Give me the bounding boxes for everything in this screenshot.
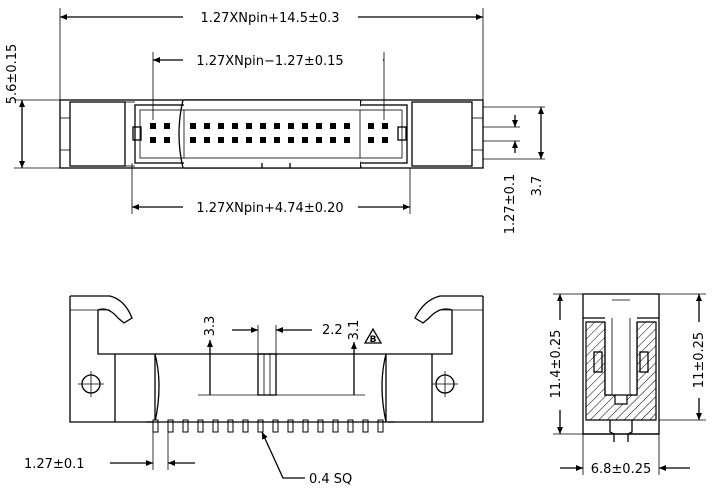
key-notch [261,163,291,168]
front-pin [347,419,354,433]
dim-front-height-right: 3.1 [347,320,362,341]
pin-square [190,123,196,129]
front-pins [152,419,384,433]
pin-square [302,123,308,129]
pin-square [232,123,238,129]
pin-square [288,137,294,143]
front-right-wall [388,296,484,423]
pin-square [316,123,322,129]
pin-square [344,123,350,129]
front-pin [257,419,264,433]
pin-square [218,137,224,143]
dim-front-pitch: 1.27±0.1 [24,457,85,472]
dim-side-width: 6.8±0.25 [591,462,652,477]
front-pin [302,419,309,433]
front-pin [362,419,369,433]
pin-square [260,123,266,129]
right-latch-arm [414,295,483,355]
left-latch [69,101,126,167]
pin-square [302,137,308,143]
pin-square [382,123,388,129]
pin-square [288,123,294,129]
revision-triangle [363,327,383,344]
pin-square [164,123,170,129]
pin-square [260,137,266,143]
pin-square [344,137,350,143]
front-pin [332,419,339,433]
break-left [178,99,184,169]
front-pin [167,419,174,433]
pin-square [204,137,210,143]
revision-letter: B [370,335,377,345]
pin-square [368,137,374,143]
front-pin [182,419,189,433]
pin-square [330,123,336,129]
pin-square [246,137,252,143]
front-pin [377,419,384,433]
dim-key-width: 2.2 [322,323,343,338]
pin-square [330,137,336,143]
pin-square [246,123,252,129]
front-pin [287,419,294,433]
pin-square [164,137,170,143]
front-pin [272,419,279,433]
pin-square [150,123,156,129]
dim-side-height-left: 11.4±0.25 [549,330,564,399]
pin-square [368,123,374,129]
dim-front-height-left: 3.3 [203,316,218,337]
dim-top-height: 5.6±0.15 [5,44,20,105]
pin-square [316,137,322,143]
front-view [69,295,484,479]
front-pin [317,419,324,433]
front-pin [212,419,219,433]
top-view [14,8,545,214]
side-view [553,293,706,475]
dim-overall-length: 1.27XNpin+14.5±0.3 [200,11,339,26]
left-latch-arm [70,295,133,355]
dim-pin-size: 0.4 SQ [309,472,352,487]
pin-square [204,123,210,129]
front-left-wall [69,296,153,423]
dim-pin-span: 1.27XNpin−1.27±0.15 [196,54,343,69]
pin-square [218,123,224,129]
front-pin [152,419,159,433]
front-pin [227,419,234,433]
pin-square [382,137,388,143]
front-pin [197,419,204,433]
pin-square [190,137,196,143]
center-key [257,353,277,396]
front-pin [242,419,249,433]
dim-row-distance: 3.7 [530,176,545,197]
dim-side-height-right: 11±0.25 [692,332,707,388]
pin-square [232,137,238,143]
pin-square [150,137,156,143]
pin-square [274,123,280,129]
pin-grid [150,123,388,143]
pin-square [274,137,280,143]
dim-vertical-pitch: 1.27±0.1 [503,174,518,235]
right-latch [411,101,473,167]
dim-body-length: 1.27XNpin+4.74±0.20 [196,201,343,216]
